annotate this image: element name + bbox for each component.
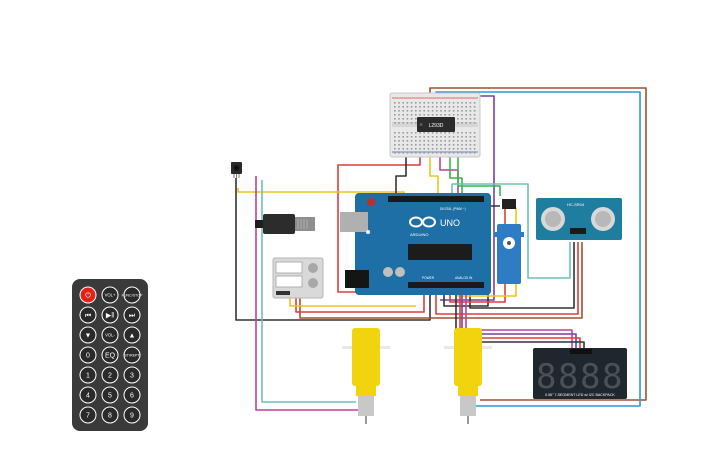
arduino-model: UNO [440, 218, 460, 228]
wire[interactable] [469, 242, 575, 309]
remote-button-label: 8 [108, 413, 112, 420]
remote-button-play-pause[interactable]: ▶‖ [101, 306, 119, 324]
wire[interactable] [439, 152, 459, 196]
remote-button-vol-down[interactable]: VOL- [101, 326, 119, 344]
remote-button-label: EQ [105, 353, 116, 360]
wire[interactable] [395, 150, 407, 196]
wire[interactable] [295, 286, 425, 313]
arduino-brand: ARDUINO [410, 232, 428, 237]
remote-button-5[interactable]: 5 [101, 386, 119, 404]
remote-button-1[interactable]: 1 [79, 366, 97, 384]
dc-motor-left[interactable] [342, 328, 390, 424]
remote-button-down[interactable]: ▼ [79, 326, 97, 344]
remote-button-eq[interactable]: EQ [101, 346, 119, 364]
display-digit: 8 [536, 357, 556, 397]
remote-button-label: FUNC/STOP [122, 294, 143, 298]
driver-ic[interactable]: L293D [417, 117, 455, 132]
arduino-board[interactable]: UNO ARDUINO DIGITAL (PWM ~) POWER ANALOG… [255, 193, 491, 295]
seven-segment-display[interactable]: 8 8 8 8 0.56" 7-SEGMENT LED w/ I2C BACKP… [533, 348, 627, 399]
remote-button-st-rept[interactable]: ST/REPT [123, 346, 141, 364]
driver-ic-label: L293D [429, 123, 444, 129]
remote-button-label: ⏻ [85, 292, 91, 300]
remote-button-rewind[interactable]: ⏮ [79, 306, 97, 324]
remote-button-label: 9 [130, 413, 134, 420]
servo-motor[interactable] [494, 199, 524, 284]
wire[interactable] [455, 286, 585, 348]
battery-module[interactable] [272, 257, 324, 299]
wire[interactable] [261, 180, 356, 403]
wire[interactable] [235, 178, 431, 321]
display-caption: 0.56" 7-SEGMENT LED w/ I2C BACKPACK [545, 393, 615, 397]
arduino-logo-icon [409, 216, 436, 228]
wire[interactable] [459, 286, 581, 348]
remote-button-label: ⏮ [85, 313, 91, 320]
remote-button-label: ST/REPT [124, 354, 140, 358]
remote-button-label: ▼ [85, 333, 92, 340]
remote-button-label: 6 [130, 393, 134, 400]
remote-button-label: ▲ [129, 333, 136, 340]
ultrasonic-sensor[interactable]: HC-SR04 [536, 198, 622, 240]
remote-button-label: ⏭ [129, 313, 136, 320]
dc-motor-right[interactable] [444, 328, 492, 424]
wire[interactable] [461, 286, 577, 348]
display-digit: 8 [558, 357, 578, 397]
remote-button-label: 4 [86, 393, 90, 400]
wires [235, 87, 647, 411]
remote-button-label: ▶‖ [106, 313, 114, 320]
remote-button-label: 1 [86, 373, 90, 380]
remote-button-4[interactable]: 4 [79, 386, 97, 404]
remote-button-label: 5 [108, 393, 112, 400]
remote-button-label: 2 [108, 373, 112, 380]
remote-button-label: VOL- [105, 333, 115, 338]
remote-button-label: 0 [86, 353, 90, 360]
remote-buttons: ⏻ VOL+ FUNC/STOP ⏮ ▶‖ ⏭ ▼ VOL- ▲ 0 EQ ST/REPT 1 2 3 4 5 6… [79, 286, 143, 424]
display-digits: 8 8 8 8 [536, 357, 622, 397]
arduino-digital-label: DIGITAL (PWM ~) [440, 207, 466, 211]
remote-button-label: VOL+ [105, 293, 116, 298]
remote-button-3[interactable]: 3 [123, 366, 141, 384]
remote-button-func-stop[interactable]: FUNC/STOP [122, 286, 143, 304]
remote-button-up[interactable]: ▲ [123, 326, 141, 344]
wire[interactable] [429, 87, 647, 401]
arduino-power-label: POWER [422, 276, 435, 280]
wire[interactable] [299, 242, 583, 319]
ir-remote[interactable]: ⏻ VOL+ FUNC/STOP ⏮ ▶‖ ⏭ ▼ VOL- ▲ 0 EQ ST/REPT 1 2 3 4 5 6… [72, 279, 148, 431]
display-digit: 8 [602, 357, 622, 397]
ultrasonic-label: HC-SR04 [567, 202, 585, 207]
display-digit: 8 [580, 357, 600, 397]
remote-button-2[interactable]: 2 [101, 366, 119, 384]
remote-button-power[interactable]: ⏻ [79, 286, 97, 304]
remote-button-0[interactable]: 0 [79, 346, 97, 364]
remote-button-label: 7 [86, 413, 90, 420]
wire[interactable] [465, 286, 573, 348]
arduino-analog-label: ANALOG IN [455, 276, 473, 280]
remote-button-8[interactable]: 8 [101, 406, 119, 424]
wire[interactable] [429, 150, 439, 196]
wire[interactable] [457, 152, 501, 196]
wire[interactable] [443, 205, 500, 307]
remote-button-vol-up[interactable]: VOL+ [101, 286, 119, 304]
remote-button-9[interactable]: 9 [123, 406, 141, 424]
wire[interactable] [449, 150, 463, 196]
remote-button-forward[interactable]: ⏭ [123, 306, 141, 324]
remote-button-6[interactable]: 6 [123, 386, 141, 404]
remote-button-7[interactable]: 7 [79, 406, 97, 424]
ir-receiver[interactable] [231, 162, 242, 178]
wire[interactable] [451, 183, 571, 279]
wire[interactable] [435, 242, 579, 315]
wire[interactable] [289, 296, 416, 307]
wire[interactable] [255, 176, 360, 411]
remote-button-label: 3 [130, 373, 134, 380]
